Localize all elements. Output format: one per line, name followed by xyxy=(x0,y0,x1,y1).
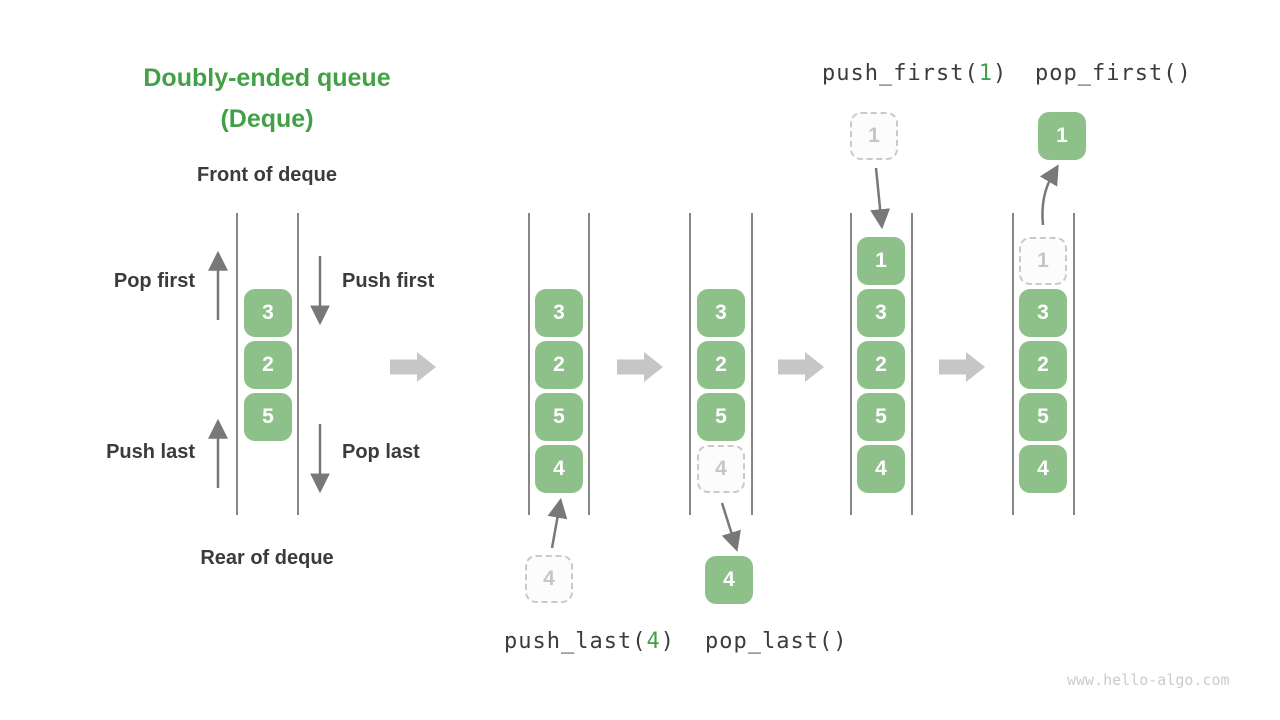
deque-cell: 5 xyxy=(244,393,292,441)
deque-cell: 5 xyxy=(1019,393,1067,441)
push-first-code-pre: push_first( xyxy=(822,61,979,86)
push-first-code-label: push_first(1) xyxy=(822,61,1007,86)
deque-cell: 2 xyxy=(1019,341,1067,389)
deque-cell: 5 xyxy=(535,393,583,441)
transition-arrow-icon xyxy=(939,352,985,382)
push-last-code-post: ) xyxy=(660,629,675,654)
push-last-code-arg: 4 xyxy=(646,629,661,654)
watermark: www.hello-algo.com xyxy=(1067,671,1230,689)
transition-arrow-icon xyxy=(617,352,663,382)
diagram-title-line2: (Deque) xyxy=(220,105,314,133)
deque-cell: 2 xyxy=(244,341,292,389)
deque-cell: 3 xyxy=(535,289,583,337)
push-last-code-pre: push_last( xyxy=(504,629,647,654)
push-first-code-arg: 1 xyxy=(978,61,993,86)
deque-cell: 4 xyxy=(1019,445,1067,493)
deque-cell: 4 xyxy=(535,445,583,493)
pop-first-label: Pop first xyxy=(113,270,195,292)
push-first-label: Push first xyxy=(342,270,435,292)
pop-first-removed-ghost-cell: 1 xyxy=(1019,237,1067,285)
deque-cell: 4 xyxy=(857,445,905,493)
pop-first-code-label: pop_first() xyxy=(1035,61,1192,86)
pop-last-removed-ghost-cell: 4 xyxy=(697,445,745,493)
push-last-label: Push last xyxy=(106,441,195,463)
diagram-title: Doubly-ended queue (Deque) xyxy=(67,58,467,140)
push-last-source-ghost-cell: 4 xyxy=(525,555,573,603)
pop-first-popped-cell: 1 xyxy=(1038,112,1086,160)
pop-first-transfer-arrow-icon xyxy=(1039,164,1059,226)
pop-last-transfer-arrow-icon xyxy=(720,502,741,552)
pop-last-label: Pop last xyxy=(342,441,420,463)
front-of-deque-label: Front of deque xyxy=(197,164,337,186)
deque-cell: 2 xyxy=(697,341,745,389)
pop-last-popped-cell: 4 xyxy=(705,556,753,604)
push-last-code-label: push_last(4) xyxy=(504,629,675,654)
push-first-code-post: ) xyxy=(992,61,1008,86)
transition-arrow-icon xyxy=(778,352,824,382)
deque-cell: 1 xyxy=(857,237,905,285)
deque-cell: 3 xyxy=(857,289,905,337)
deque-cell: 3 xyxy=(697,289,745,337)
deque-cell: 2 xyxy=(535,341,583,389)
queue-walls xyxy=(236,213,1075,515)
rear-of-deque-label: Rear of deque xyxy=(200,547,334,569)
deque-cell: 5 xyxy=(697,393,745,441)
deque-cell: 3 xyxy=(1019,289,1067,337)
push-last-transfer-arrow-icon xyxy=(547,497,568,549)
push-first-transfer-arrow-icon xyxy=(870,167,891,230)
transition-arrow-icon xyxy=(390,352,436,382)
deque-cell: 3 xyxy=(244,289,292,337)
pop-last-code-label: pop_last() xyxy=(705,629,848,654)
deque-cell: 5 xyxy=(857,393,905,441)
diagram-title-line1: Doubly-ended queue xyxy=(143,64,391,92)
push-first-source-ghost-cell: 1 xyxy=(850,112,898,160)
deque-cell: 2 xyxy=(857,341,905,389)
